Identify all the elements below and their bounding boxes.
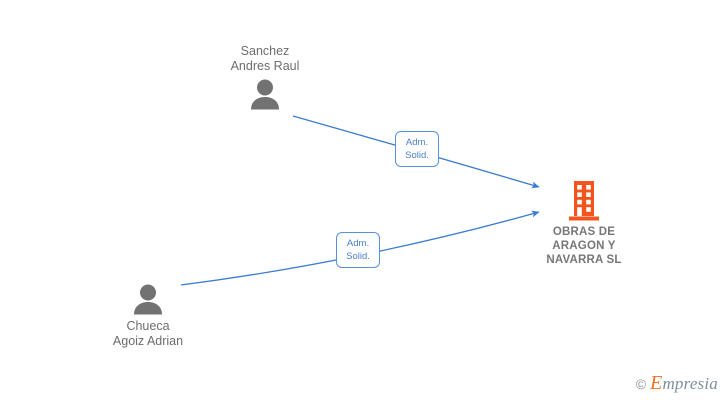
person-label-sanchez-andres-raul: Sanchez Andres Raul bbox=[230, 44, 300, 73]
edge-label-adm-solid-chueca[interactable]: Adm. Solid. bbox=[336, 232, 380, 268]
watermark-brand-text: Empresia bbox=[650, 372, 718, 394]
company-node-obras-de-aragon-y-navarra-sl[interactable]: OBRAS DE ARAGON Y NAVARRA SL bbox=[509, 180, 659, 267]
person-label-chueca-agoiz-adrian: Chueca Agoiz Adrian bbox=[112, 319, 184, 348]
person-node-sanchez-andres-raul[interactable]: Sanchez Andres Raul bbox=[190, 44, 340, 110]
copyright-icon: © bbox=[635, 375, 647, 392]
company-label: OBRAS DE ARAGON Y NAVARRA SL bbox=[546, 226, 622, 266]
watermark-brand-initial: E bbox=[650, 372, 663, 394]
person-icon bbox=[251, 79, 279, 110]
person-node-chueca-agoiz-adrian[interactable]: Chueca Agoiz Adrian bbox=[73, 283, 223, 349]
watermark-empresia: © Empresia bbox=[635, 372, 718, 394]
building-icon bbox=[569, 181, 599, 221]
person-icon bbox=[134, 284, 162, 315]
watermark-brand-rest: mpresia bbox=[662, 374, 718, 393]
edge-label-adm-solid-sanchez[interactable]: Adm. Solid. bbox=[395, 131, 439, 167]
